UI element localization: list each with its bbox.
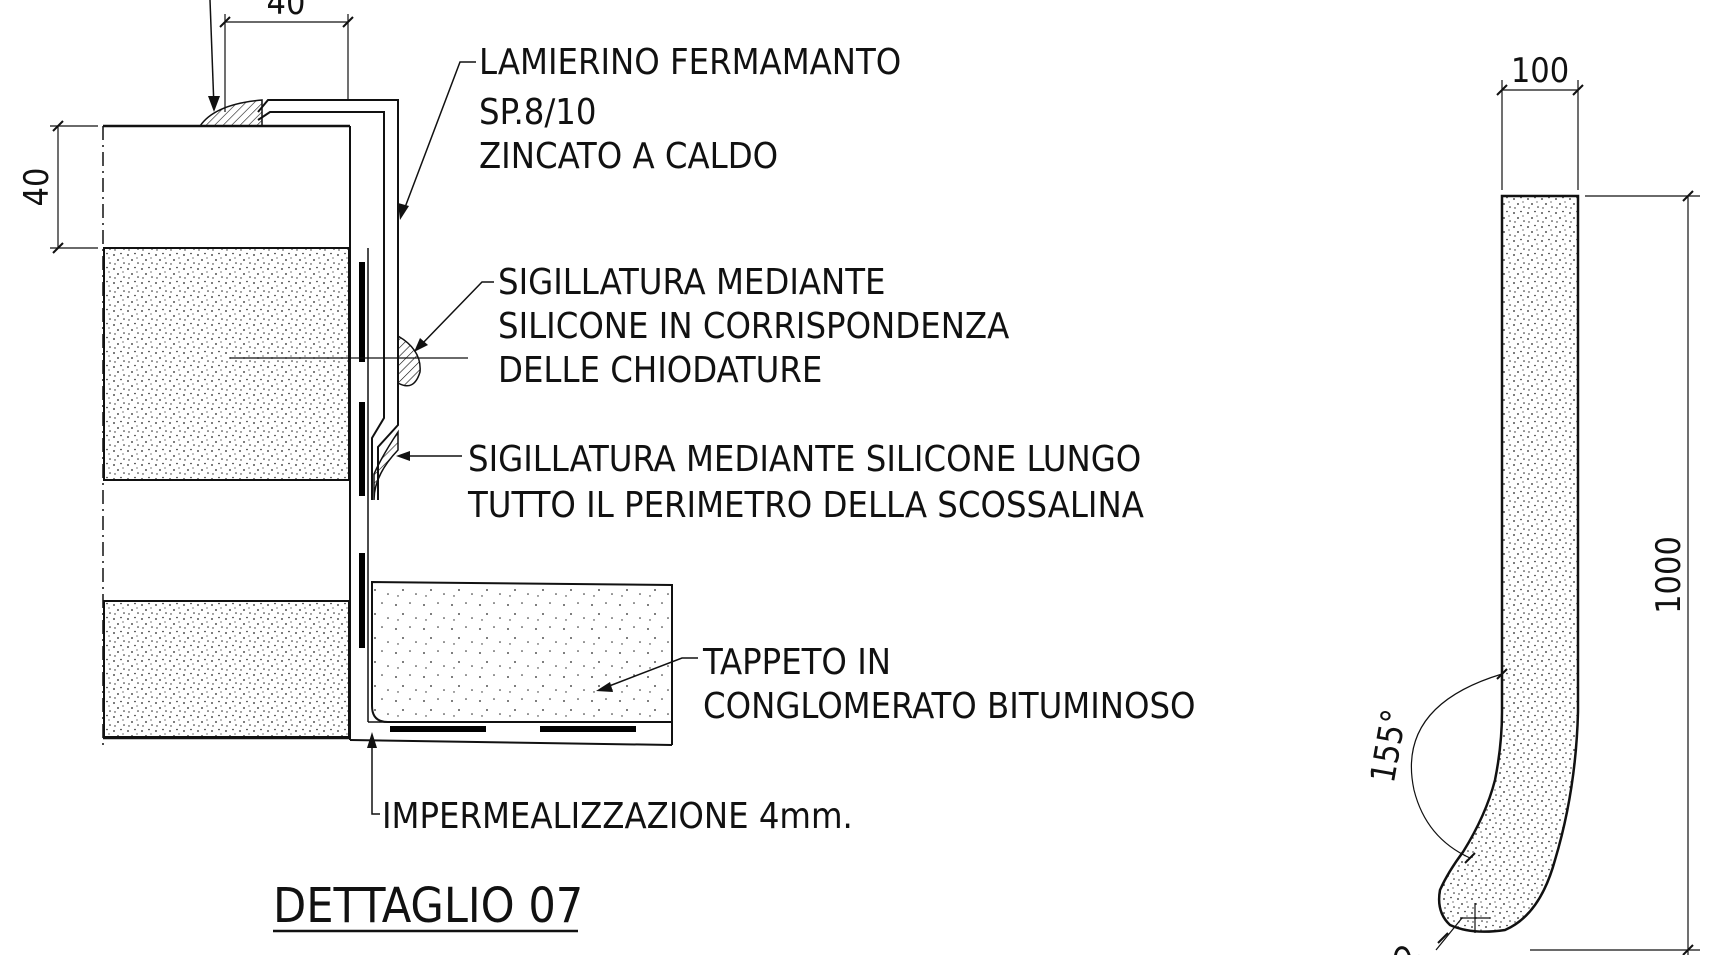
dimension-profile-width: 100 (1496, 51, 1584, 190)
leader-lines (367, 61, 698, 815)
top-silicone-bead (198, 99, 263, 127)
label-sigillatura-perimetro: SIGILLATURA MEDIANTE SILICONE LUNGO TUTT… (467, 439, 1144, 526)
svg-text:ZINCATO A CALDO: ZINCATO A CALDO (479, 136, 778, 177)
label-sigillatura-chiodature: SIGILLATURA MEDIANTE SILICONE IN CORRISP… (498, 262, 1009, 391)
dim-top-width-text: 40 (267, 0, 306, 23)
svg-text:SP.8/10: SP.8/10 (479, 92, 597, 133)
dim-left-height-text: 40 (17, 168, 57, 207)
dim-bend-angle-text: 155° (1363, 706, 1415, 785)
svg-text:TUTTO IL PERIMETRO DELLA SCOSS: TUTTO IL PERIMETRO DELLA SCOSSALINA (467, 485, 1144, 526)
svg-text:SIGILLATURA MEDIANTE SILICONE: SIGILLATURA MEDIANTE SILICONE LUNGO (468, 439, 1141, 480)
detail-title: DETTAGLIO 07 (273, 878, 583, 934)
dim-bottom-partial-text: 2 (1386, 938, 1430, 955)
masonry-block-upper (103, 247, 350, 481)
dimension-left-40: 40 (17, 120, 98, 254)
label-tappeto: TAPPETO IN CONGLOMERATO BITUMINOSO (702, 642, 1196, 727)
svg-text:DELLE CHIODATURE: DELLE CHIODATURE (498, 350, 822, 391)
perimeter-silicone-bead (373, 429, 399, 501)
silicone-seals (198, 99, 421, 501)
svg-text:SILICONE IN CORRISPONDENZA: SILICONE IN CORRISPONDENZA (498, 306, 1009, 347)
dim-profile-height-text: 1000 (1649, 536, 1689, 614)
masonry-block-lower (103, 600, 350, 738)
svg-text:LAMIERINO FERMAMANTO: LAMIERINO FERMAMANTO (479, 42, 901, 83)
label-lamierino: LAMIERINO FERMAMANTO SP.8/10 ZINCATO A C… (479, 42, 901, 177)
page-title: DETTAGLIO 07 (273, 878, 583, 934)
dim-profile-width-text: 100 (1511, 51, 1569, 91)
dimension-profile-height: 1000 (1530, 190, 1700, 955)
sheet-metal-flashing (257, 99, 399, 500)
rivet-silicone-bead (397, 334, 421, 387)
dimension-top-40: 40 (208, 0, 354, 112)
label-impermeabilizzazione: IMPERMEALIZZAZIONE 4mm. (382, 796, 853, 837)
waterproofing-membrane (359, 248, 672, 732)
svg-text:CONGLOMERATO BITUMINOSO: CONGLOMERATO BITUMINOSO (703, 686, 1196, 727)
curb-profile (1437, 194, 1580, 933)
svg-text:SIGILLATURA MEDIANTE: SIGILLATURA MEDIANTE (498, 262, 885, 303)
wall-section (102, 124, 351, 745)
asphalt-mat (349, 580, 673, 746)
svg-text:TAPPETO IN: TAPPETO IN (702, 642, 891, 683)
